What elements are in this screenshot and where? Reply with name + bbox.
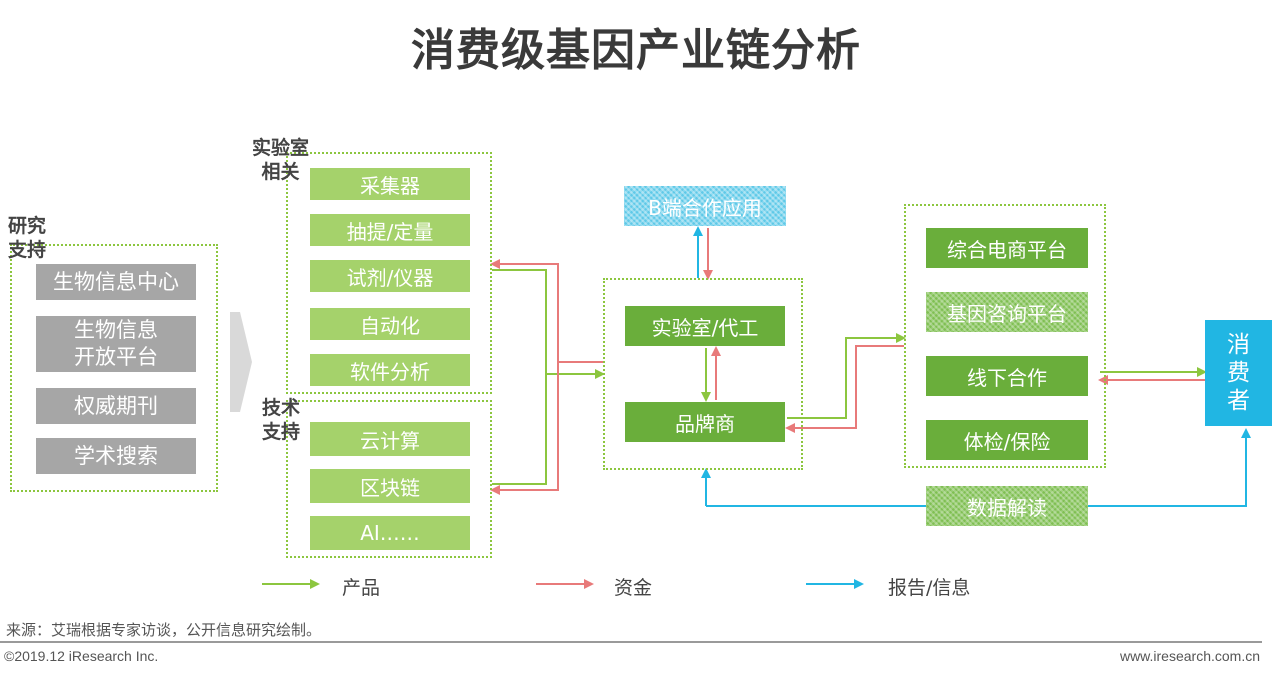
b-end-cooperation: B端合作应用 [624,186,786,226]
tech-support-group [286,400,492,558]
big-arrow-icon [230,312,252,412]
product-arrow-brand-channels [787,333,906,419]
product-arrow-tech [492,374,547,485]
research-support-group [10,244,218,492]
website-link[interactable]: www.iresearch.com.cn [1119,648,1260,664]
lab-oem-box: 实验室/代工 [625,306,785,346]
legend-funds-label: 资金 [614,577,653,599]
channel-item-3: 线下合作 [926,356,1088,396]
research-support-label: 研究 支持 [8,215,47,261]
consumer-box: 消 费 者 [1205,320,1272,426]
channels-group [904,204,1106,468]
source-note: 来源：艾瑞根据专家访谈，公开信息研究绘制。 [6,621,322,639]
research-item-1: 生物信息中心 [36,264,196,300]
tech-item-2: 区块链 [310,469,470,503]
tech-support-label: 技术 支持 [262,397,301,443]
page-title: 消费级基因产业链分析 [411,25,861,76]
copyright-text: ©2019.12 iResearch Inc. [4,648,159,664]
funds-arrow-lab [490,259,603,363]
lab-item-1: 采集器 [310,168,470,200]
report-arrow-to-consumer [706,428,1251,507]
research-item-2: 生物信息 开放平台 [36,316,196,372]
funds-arrow-tech [490,362,559,495]
lab-item-5: 软件分析 [310,354,470,386]
channel-item-1: 综合电商平台 [926,228,1088,268]
lab-item-3: 试剂/仪器 [310,260,470,292]
legend-product-label: 产品 [342,577,381,599]
lab-related-label: 实验室 相关 [252,137,310,183]
research-item-4: 学术搜索 [36,438,196,474]
tech-item-1: 云计算 [310,422,470,456]
lab-item-2: 抽提/定量 [310,214,470,246]
product-arrow-lab [492,269,605,379]
funds-arrow-channels-brand [785,345,904,433]
channel-item-4: 体检/保险 [926,420,1088,460]
channel-item-2: 基因咨询平台 [926,292,1088,332]
footer-divider [0,641,1262,643]
tech-item-3: AI…… [310,516,470,550]
legend-report-label: 报告/信息 [888,577,971,599]
center-group [603,278,803,470]
lab-item-4: 自动化 [310,308,470,340]
lab-related-group [286,152,492,394]
brand-box: 品牌商 [625,402,785,442]
data-interpretation-box: 数据解读 [926,486,1088,526]
research-item-3: 权威期刊 [36,388,196,424]
